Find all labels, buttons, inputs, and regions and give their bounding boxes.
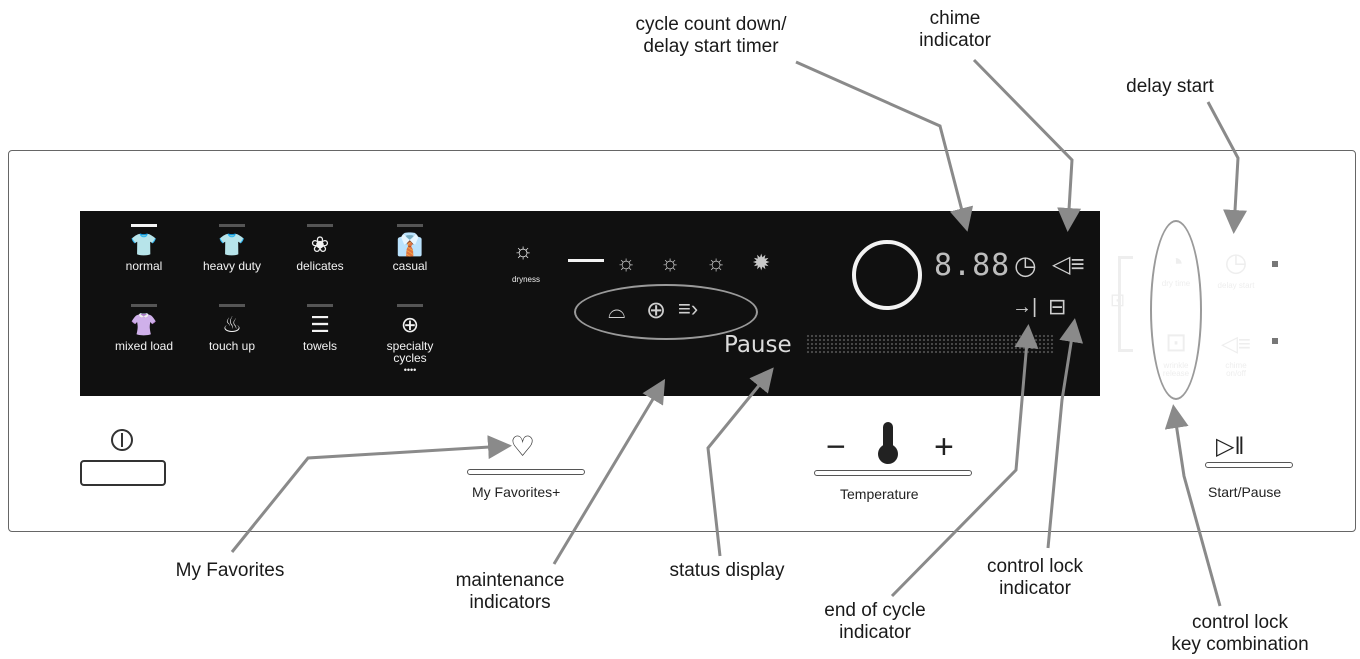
specialty-cycles-icon: ⊕ (400, 312, 420, 337)
cycle-indicator-bar (219, 304, 245, 307)
dryness-label: dryness (511, 275, 540, 284)
line-delay-start (1206, 101, 1248, 234)
callout-control-lock-indicator: control lock indicator (986, 556, 1084, 599)
cycle-delicates[interactable]: ❀ delicates (284, 224, 356, 272)
start-pause-label: Start/Pause (1208, 484, 1282, 500)
delay-start-button[interactable]: ◷ (1224, 247, 1248, 277)
wrinkle-release-button[interactable]: ⊡ (1165, 327, 1187, 357)
line-control-lock (1046, 318, 1084, 549)
chime-onoff-label: chime on/off (1225, 361, 1247, 378)
wrinkle-release-label: wrinkle release (1162, 361, 1190, 378)
towels-icon: ☰ (310, 312, 330, 337)
callout-control-lock-key-combination: control lock key combination (1171, 612, 1309, 655)
callout-maintenance-indicators: maintenance indicators (455, 570, 565, 613)
delay-start-label: delay start (1217, 281, 1255, 290)
vent-icon: ⌓ (608, 298, 626, 323)
line-maintenance (552, 378, 666, 565)
cycle-towels[interactable]: ☰ towels (284, 304, 356, 352)
dryness-level-3-icon: ☼ (706, 250, 727, 275)
callout-chime-indicator: chime indicator (919, 8, 991, 51)
filter-icon: ⊕ (646, 297, 667, 324)
temperature-label: Temperature (840, 486, 919, 502)
dry-time-label: dry time (1161, 279, 1191, 288)
dryness-level-2-icon: ☼ (660, 250, 681, 275)
favorites-heart-icon: ♡ (510, 431, 536, 462)
airflow-icon: ≡› (678, 296, 699, 321)
cycle-extra-dots: •••• (403, 365, 417, 375)
callout-end-of-cycle-indicator: end of cycle indicator (824, 600, 926, 643)
end-of-cycle-icon: →| (1012, 296, 1038, 318)
cycle-label: casual (392, 259, 428, 273)
cycle-label: specialty cycles (386, 339, 434, 365)
callout-status-display: status display (669, 560, 785, 581)
dry-time-button[interactable]: ◔ (1168, 247, 1184, 277)
cycle-indicator-bar (307, 224, 333, 227)
callout-my-favorites: My Favorites (175, 560, 285, 581)
cycle-indicator-bar (131, 224, 157, 227)
cycle-casual[interactable]: 👔 casual (374, 224, 446, 272)
cycle-label: normal (125, 259, 163, 273)
callout-cycle-count: cycle count down/ delay start timer (635, 14, 787, 57)
cycle-label: heavy duty (202, 259, 262, 273)
cycle-heavy-duty[interactable]: 👕 heavy duty (196, 224, 268, 272)
my-favorites-label: My Favorites+ (472, 484, 561, 500)
casual-shirt-icon: 👔 (396, 232, 424, 257)
line-my-favorites (230, 435, 512, 553)
touch-up-icon: ♨ (222, 312, 242, 337)
cycle-indicator-bar (397, 304, 423, 307)
line-key-combo (1164, 404, 1222, 607)
status-display: Pause (724, 332, 792, 358)
cycle-label: delicates (296, 259, 344, 273)
dryness-selected-bar (568, 259, 604, 262)
cycle-label: mixed load (114, 339, 174, 353)
chime-onoff-button[interactable]: ◁≡ (1221, 331, 1251, 356)
thermometer-bulb (878, 444, 898, 464)
dryness-level-1-icon: ☼ (616, 250, 637, 275)
temperature-plus-button[interactable]: + (934, 428, 954, 466)
cycle-specialty-cycles[interactable]: ⊕specialty cycles•••• (374, 304, 446, 376)
cycle-progress-ring (852, 240, 922, 310)
cycle-indicator-bar (219, 224, 245, 227)
cycle-label: touch up (208, 339, 256, 353)
heavy-duty-shirt-icon: 👕 (218, 232, 246, 257)
temperature-minus-button[interactable]: − (826, 428, 846, 466)
status-dot-matrix (806, 334, 1054, 354)
my-favorites-button[interactable] (467, 469, 585, 475)
callout-delay-start: delay start (1126, 76, 1214, 97)
bracket-icon (1118, 256, 1133, 352)
control-lock-key-combination (1150, 220, 1202, 400)
control-lock-icon: ⊟ (1048, 294, 1067, 319)
flower-icon: ❀ (310, 232, 330, 257)
dryness-level-4-icon: ✹ (752, 250, 771, 275)
chime-indicator-icon: ◁≡ (1052, 251, 1085, 278)
line-end-of-cycle (890, 324, 1039, 598)
power-button[interactable] (80, 460, 166, 486)
power-icon (111, 429, 133, 451)
cycle-countdown-timer: 8.88 (934, 248, 1011, 283)
line-status (706, 367, 774, 557)
start-pause-icon: ▷‖ (1216, 433, 1245, 460)
line-cycle-count (795, 60, 974, 232)
cycle-touch-up[interactable]: ♨ touch up (196, 304, 268, 352)
shirt-icon: 👕 (130, 232, 158, 257)
line-chime (972, 58, 1082, 232)
cycle-indicator-bar (397, 224, 423, 227)
key-lock-icon: ⊡ (1110, 290, 1126, 310)
cycle-normal[interactable]: 👕 normal (108, 224, 180, 272)
maintenance-indicators (574, 284, 758, 340)
mixed-load-icon: 👚 (130, 312, 158, 337)
start-pause-button[interactable] (1205, 462, 1293, 468)
temperature-bar (814, 470, 972, 476)
chime-led (1272, 338, 1278, 344)
cycle-indicator-bar (131, 304, 157, 307)
thermometer-icon (883, 422, 893, 452)
cycle-label: towels (302, 339, 337, 353)
clock-icon: ◷ (1014, 250, 1037, 280)
cycle-mixed-load[interactable]: 👚 mixed load (108, 304, 180, 352)
dryness-sun-icon: ☼ (513, 238, 534, 263)
delay-start-led (1272, 261, 1278, 267)
cycle-indicator-bar (307, 304, 333, 307)
